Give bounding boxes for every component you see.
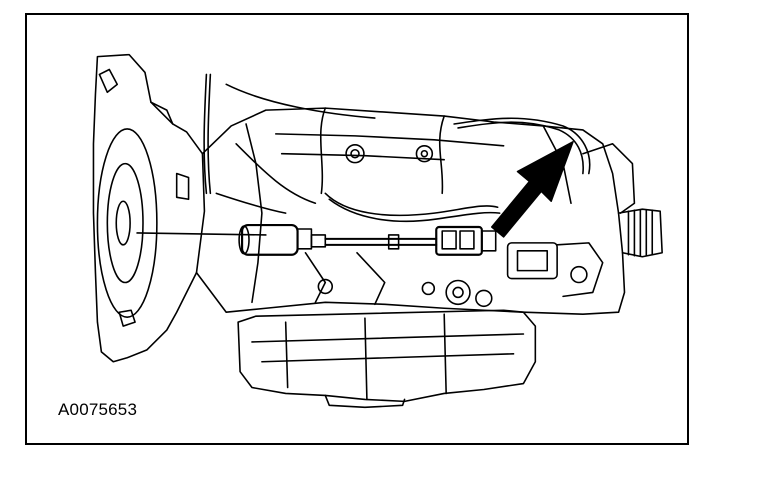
sensor-connector — [238, 223, 497, 256]
output-shaft — [617, 208, 663, 258]
bell-housing — [92, 53, 267, 363]
wiring-harness — [203, 73, 591, 223]
transmission-illustration — [92, 53, 663, 409]
oil-pan — [237, 309, 537, 409]
figure-id-label: A0075653 — [58, 400, 138, 419]
lower-components — [304, 242, 604, 308]
figure-frame: A0075653 — [25, 13, 689, 445]
arrow-callout-icon — [490, 141, 574, 238]
main-case — [195, 107, 636, 315]
